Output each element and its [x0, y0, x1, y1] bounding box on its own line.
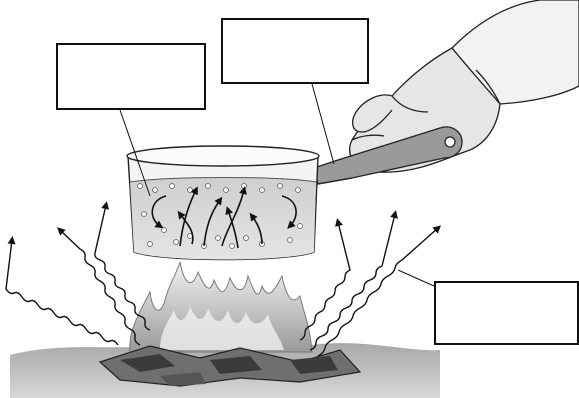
label-box-right[interactable]: [434, 281, 579, 345]
bubble-icon: [162, 228, 167, 233]
bubble-icon: [142, 212, 147, 217]
handle-hole-icon: [445, 137, 455, 147]
bubble-icon: [260, 188, 265, 193]
wavy-arrow-icon: [60, 230, 140, 345]
bubble-icon: [148, 242, 153, 247]
bubble-icon: [244, 236, 249, 241]
wavy-arrow-icon: [6, 240, 118, 345]
bubble-icon: [188, 188, 193, 193]
water: [130, 178, 316, 260]
bubble-icon: [224, 188, 229, 193]
bubble-icon: [138, 184, 143, 189]
label-box-top[interactable]: [221, 18, 369, 84]
bubble-icon: [230, 244, 235, 249]
bubble-icon: [296, 188, 301, 193]
bubble-icon: [153, 188, 158, 193]
bubble-icon: [206, 184, 211, 189]
bubble-icon: [298, 224, 303, 229]
bubble-icon: [288, 238, 293, 243]
fire: [130, 262, 312, 352]
label-box-left[interactable]: [56, 43, 206, 110]
bubble-icon: [216, 236, 221, 241]
bubble-icon: [242, 184, 247, 189]
bubble-icon: [174, 240, 179, 245]
wavy-arrow-icon: [318, 228, 438, 356]
bubble-icon: [170, 184, 175, 189]
bubble-icon: [278, 184, 283, 189]
